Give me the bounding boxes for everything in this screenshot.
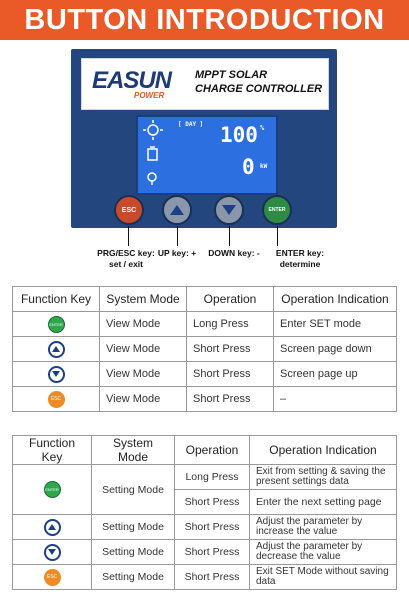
table-row: Short Press Enter the next setting page: [13, 489, 397, 515]
down-icon: [47, 365, 65, 383]
battery-icon: [147, 148, 158, 161]
key-cell: ESC: [12, 564, 92, 590]
mode-cell: Setting Mode: [91, 539, 175, 565]
indication-cell: Enter the next setting page: [249, 489, 397, 515]
key-cell: [12, 336, 100, 362]
enter-key-label-1: ENTER key:: [275, 248, 325, 258]
enter-key-label-2: determine: [279, 259, 321, 269]
lcd-mode: [ DAY ]: [178, 121, 204, 128]
enter-key[interactable]: ENTER: [262, 195, 292, 225]
key-cell: [12, 539, 92, 565]
esc-key-label: PRG/ESC key: set / exit: [80, 248, 172, 270]
table-row: ESC Setting Mode Short Press Exit SET Mo…: [12, 564, 397, 590]
up-icon: [43, 518, 61, 536]
operation-cell: Short Press: [174, 489, 250, 515]
table-row: Setting Mode Short Press Adjust the para…: [12, 539, 397, 565]
enter-key-label: ENTER key: determine: [268, 248, 332, 270]
enter-icon: ENTER: [43, 481, 61, 498]
operation-cell: Short Press: [186, 336, 274, 362]
indication-cell: Exit SET Mode without saving data: [249, 564, 397, 590]
indication-cell: Adjust the parameter by increase the val…: [249, 514, 397, 540]
down-arrow-icon: [222, 205, 236, 215]
indication-cell: –: [273, 386, 397, 412]
down-key[interactable]: [214, 195, 244, 225]
esc-icon: ESC: [47, 390, 65, 408]
mode-cell: View Mode: [99, 336, 187, 362]
indication-cell: Screen page up: [273, 361, 397, 387]
brand-plate: EASUN POWER MPPT SOLAR CHARGE CONTROLLER: [81, 58, 329, 110]
operation-cell: Short Press: [174, 539, 250, 565]
table-row: ENTER Setting Mode Long Press Exit from …: [12, 464, 397, 515]
table-row: View Mode Short Press Screen page up: [12, 361, 397, 387]
col-system-mode: System Mode: [91, 435, 175, 465]
mode-cell: Setting Mode: [91, 564, 175, 590]
table-row: ENTER View Mode Long Press Enter SET mod…: [12, 311, 397, 337]
col-indication: Operation Indication: [249, 435, 397, 465]
table-row: View Mode Short Press Screen page down: [12, 336, 397, 362]
table-row: Setting Mode Short Press Adjust the para…: [12, 514, 397, 540]
esc-key-label-2: set / exit: [108, 259, 144, 269]
up-arrow-icon: [170, 205, 184, 215]
esc-icon: ESC: [43, 568, 61, 586]
mode-cell: View Mode: [99, 386, 187, 412]
up-key[interactable]: [162, 195, 192, 225]
view-mode-table: Function Key System Mode Operation Opera…: [12, 286, 397, 412]
enter-icon: ENTER: [47, 315, 65, 333]
lcd-display: [ DAY ] 100 % 0 kW: [136, 115, 278, 195]
brand-logo-sub: POWER: [134, 91, 165, 100]
esc-key[interactable]: ESC: [114, 195, 144, 225]
product-line-2: CHARGE CONTROLLER: [195, 83, 323, 95]
mode-cell: Setting Mode: [91, 514, 175, 540]
key-cell: [12, 514, 92, 540]
operation-cell: Short Press: [174, 564, 250, 590]
esc-key-label-1: PRG/ESC key:: [97, 248, 155, 258]
key-cell: ENTER: [12, 464, 92, 515]
down-key-label: DOWN key: -: [208, 248, 260, 258]
up-key-label: UP key: +: [157, 248, 197, 258]
operation-cell: Short Press: [186, 361, 274, 387]
col-operation: Operation: [174, 435, 250, 465]
mode-cell: View Mode: [99, 361, 187, 387]
col-indication: Operation Indication: [273, 286, 397, 312]
operation-cell: Long Press: [174, 464, 250, 490]
up-icon: [47, 340, 65, 358]
indication-cell: Adjust the parameter by decrease the val…: [249, 539, 397, 565]
lcd-value-2: 0: [242, 155, 255, 179]
lcd-unit-1: %: [260, 124, 265, 132]
lcd-value-1: 100: [220, 123, 258, 147]
down-icon: [43, 543, 61, 561]
indication-cell: Exit from setting & saving the present s…: [249, 464, 397, 490]
col-operation: Operation: [186, 286, 274, 312]
product-name: MPPT SOLAR CHARGE CONTROLLER: [195, 68, 322, 96]
table-row: ESC View Mode Short Press –: [12, 386, 397, 412]
controller-panel: EASUN POWER MPPT SOLAR CHARGE CONTROLLER…: [71, 49, 337, 228]
key-cell: [12, 361, 100, 387]
brand-logo: EASUN: [92, 67, 172, 94]
indication-cell: Screen page down: [273, 336, 397, 362]
key-cell: ENTER: [12, 311, 100, 337]
sun-icon: [147, 124, 159, 136]
table-header-row: Function Key System Mode Operation Opera…: [12, 286, 397, 312]
page-title: BUTTON INTRODUCTION: [0, 0, 409, 40]
key-cell: ESC: [12, 386, 100, 412]
indication-cell: Enter SET mode: [273, 311, 397, 337]
up-pointer: [177, 226, 178, 246]
setting-mode-table: Function Key System Mode Operation Opera…: [12, 435, 397, 590]
col-function-key: Function Key: [12, 286, 100, 312]
col-system-mode: System Mode: [99, 286, 187, 312]
col-function-key: Function Key: [12, 435, 92, 465]
operation-cell: Long Press: [186, 311, 274, 337]
mode-cell: Setting Mode: [91, 464, 175, 515]
down-pointer: [229, 226, 230, 246]
table-header-row: Function Key System Mode Operation Opera…: [12, 435, 397, 465]
lcd-icons: [143, 120, 163, 185]
bulb-icon: [147, 172, 157, 182]
operation-cell: Short Press: [186, 386, 274, 412]
product-line-1: MPPT SOLAR: [195, 69, 268, 81]
mode-cell: View Mode: [99, 311, 187, 337]
operation-cell: Short Press: [174, 514, 250, 540]
esc-pointer: [128, 226, 129, 246]
lcd-unit-2: kW: [260, 163, 268, 170]
enter-pointer: [277, 226, 278, 246]
